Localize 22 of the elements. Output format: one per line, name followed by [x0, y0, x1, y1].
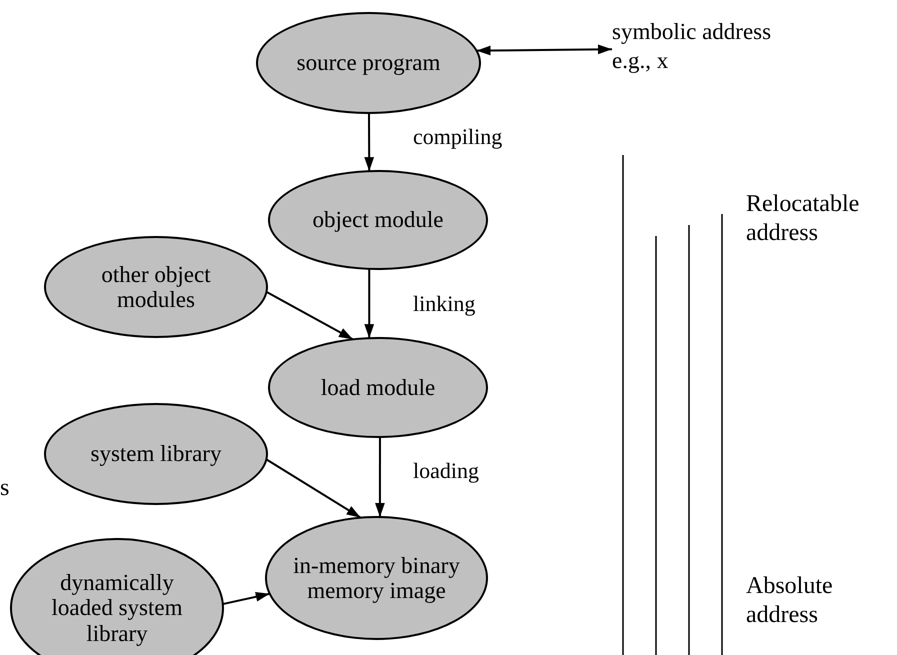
arrow: [364, 113, 374, 172]
node-label: object module: [312, 207, 444, 233]
arrow: [222, 592, 270, 606]
node-label: source program: [296, 50, 440, 76]
node-label: in-memory binary memory image: [292, 552, 461, 604]
note-text: s: [0, 474, 10, 503]
arrow: [266, 291, 354, 340]
node-label: dynamically loaded system library: [50, 570, 184, 646]
edge-label: compiling: [413, 124, 502, 150]
note-text: Relocatable address: [746, 190, 860, 248]
double-arrow: [476, 44, 612, 56]
arrow: [266, 458, 362, 518]
arrow: [364, 268, 374, 338]
edge-label: linking: [413, 291, 476, 318]
note-text: symbolic address: [612, 18, 772, 46]
note-text: e.g., x: [612, 46, 668, 75]
note-text: Absolute address: [746, 572, 834, 630]
arrow: [375, 437, 385, 518]
node-label: system library: [90, 441, 222, 467]
edge-label: loading: [413, 458, 479, 484]
node-label: other object modules: [100, 262, 212, 312]
node-label: load module: [320, 374, 436, 400]
